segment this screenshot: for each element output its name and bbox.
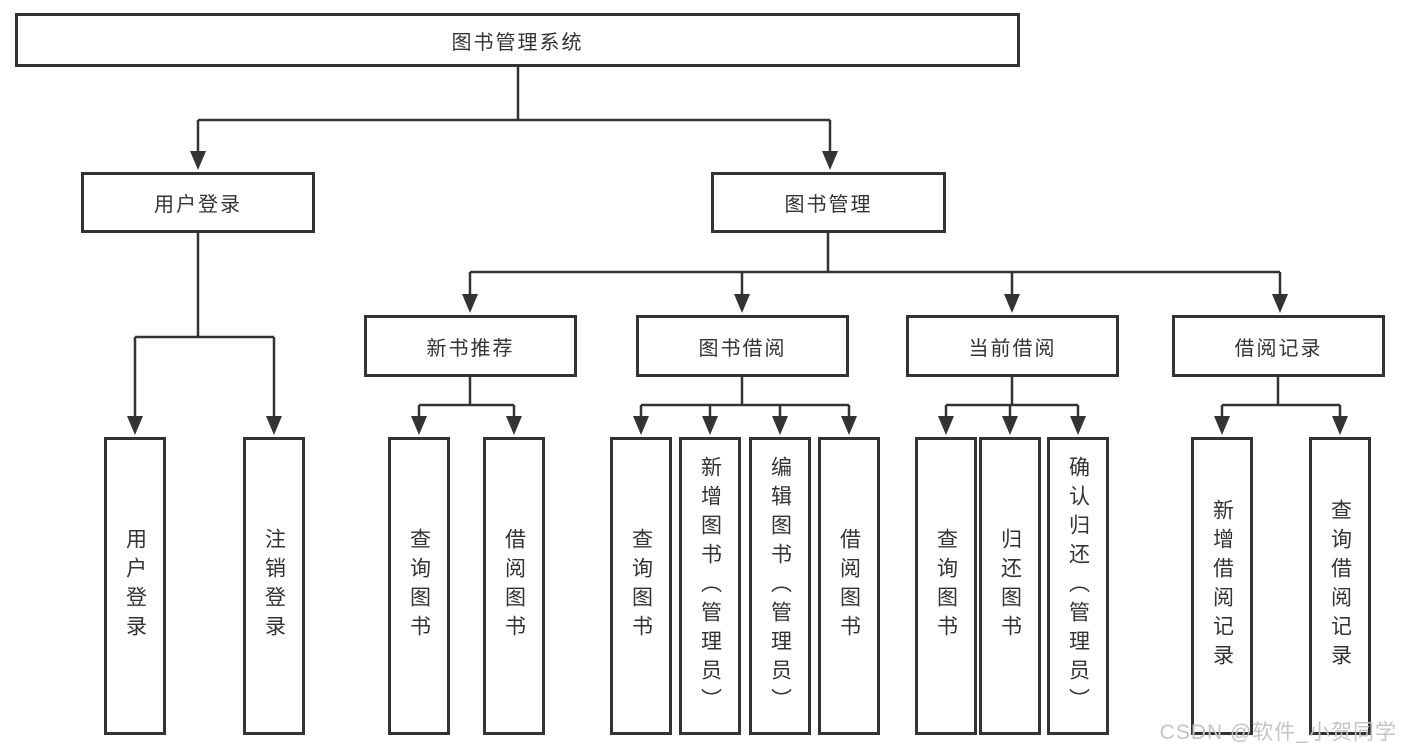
arrow-down-icon [1272, 294, 1288, 313]
arrowheads [127, 151, 1348, 435]
arrow-down-icon [772, 416, 788, 435]
leaf-label: 查询图书 [629, 528, 653, 644]
leaf-label: 查询图书 [407, 528, 431, 644]
node-book-management: 图书管理 [711, 172, 946, 233]
watermark: CSDN @软件_小贺同学 [1159, 721, 1397, 744]
leaf-query-books-current: 查询图书 [915, 437, 977, 735]
arrow-down-icon [1002, 416, 1018, 435]
leaf-borrow-books-recommend: 借阅图书 [483, 437, 545, 735]
leaf-edit-book-admin: 编辑图书（管理员） [749, 437, 811, 735]
leaf-label: 用户登录 [123, 528, 147, 644]
node-book-borrowing: 图书借阅 [636, 315, 849, 377]
leaf-add-book-admin: 新增图书（管理员） [679, 437, 741, 735]
leaf-label: 借阅图书 [502, 528, 526, 644]
node-current-borrowing: 当前借阅 [906, 315, 1119, 377]
leaf-label: 新增图书（管理员） [698, 455, 722, 717]
arrow-down-icon [506, 416, 522, 435]
arrow-down-icon [1332, 416, 1348, 435]
leaf-label: 确认归还（管理员） [1066, 455, 1090, 717]
leaf-label: 编辑图书（管理员） [768, 455, 792, 717]
leaf-label: 归还图书 [998, 528, 1022, 644]
leaf-logout: 注销登录 [243, 437, 305, 735]
arrow-down-icon [1004, 294, 1020, 313]
arrow-down-icon [190, 151, 206, 170]
arrow-down-icon [841, 416, 857, 435]
leaf-user-login: 用户登录 [104, 437, 166, 735]
leaf-label: 新增借阅记录 [1210, 499, 1234, 673]
leaf-query-books-borrowing: 查询图书 [610, 437, 672, 735]
node-borrow-records: 借阅记录 [1172, 315, 1385, 377]
arrow-down-icon [462, 294, 478, 313]
leaf-confirm-return-admin: 确认归还（管理员） [1047, 437, 1109, 735]
arrow-down-icon [702, 416, 718, 435]
arrow-down-icon [734, 294, 750, 313]
leaf-label: 借阅图书 [837, 528, 861, 644]
arrow-down-icon [411, 416, 427, 435]
arrow-down-icon [938, 416, 954, 435]
arrow-down-icon [822, 151, 838, 170]
arrow-down-icon [633, 416, 649, 435]
leaf-label: 注销登录 [262, 528, 286, 644]
tree-edges [133, 67, 1342, 421]
node-user-login: 用户登录 [81, 172, 315, 233]
leaf-label: 查询借阅记录 [1328, 499, 1352, 673]
leaf-return-book: 归还图书 [979, 437, 1041, 735]
leaf-add-borrow-record: 新增借阅记录 [1191, 437, 1253, 735]
node-new-book-recommend: 新书推荐 [364, 315, 577, 377]
node-library-management-system: 图书管理系统 [15, 13, 1020, 67]
leaf-label: 查询图书 [934, 528, 958, 644]
leaf-query-borrow-record: 查询借阅记录 [1309, 437, 1371, 735]
leaf-borrow-books-borrowing: 借阅图书 [818, 437, 880, 735]
arrow-down-icon [1214, 416, 1230, 435]
leaf-query-books-recommend: 查询图书 [388, 437, 450, 735]
arrow-down-icon [127, 416, 143, 435]
arrow-down-icon [1070, 416, 1086, 435]
arrow-down-icon [266, 416, 282, 435]
